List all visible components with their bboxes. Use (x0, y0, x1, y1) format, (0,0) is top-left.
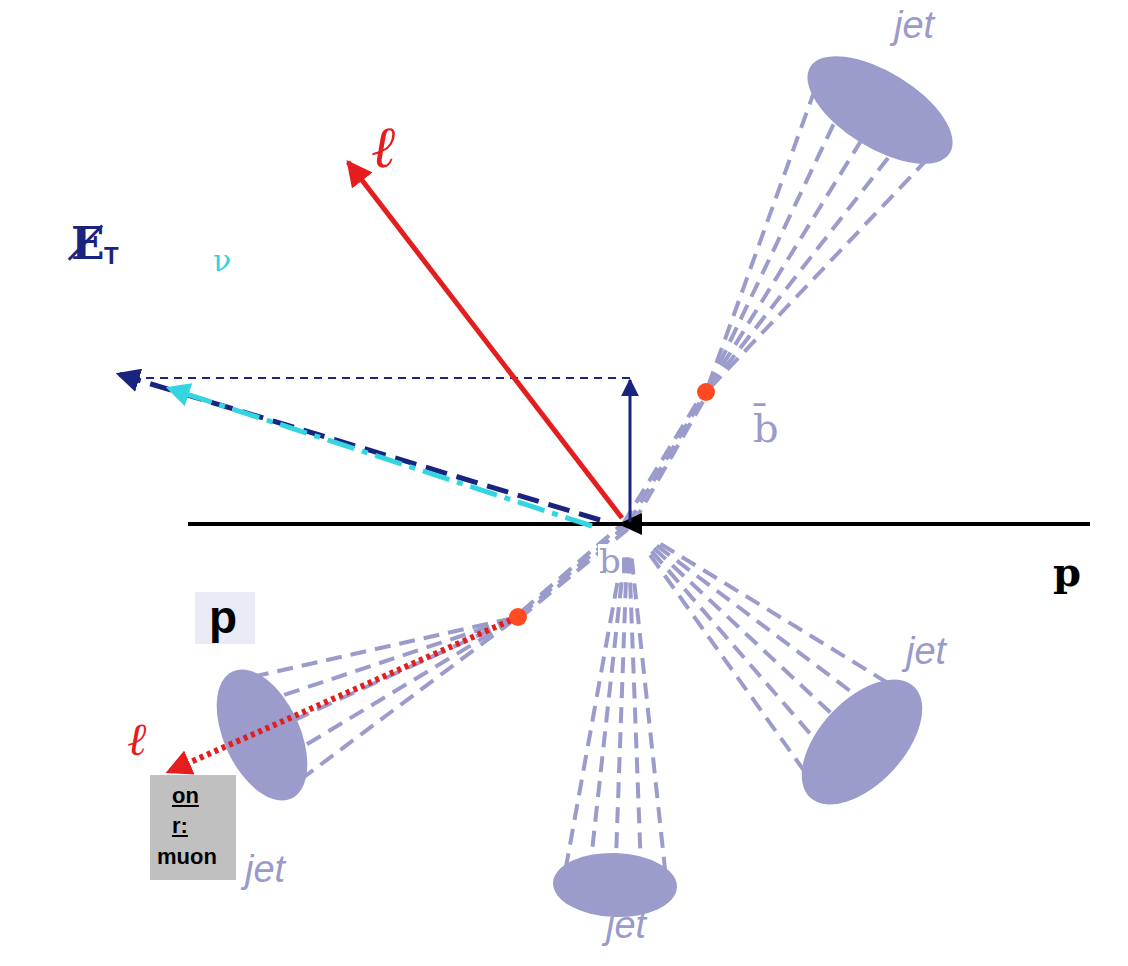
beam-label: p (1052, 552, 1082, 592)
beam-label-box: p (195, 592, 255, 644)
jet-label: jet (244, 850, 286, 888)
decay-vertex (509, 608, 527, 626)
identifier-box: on r: muon (150, 775, 236, 880)
decay-vertex (697, 383, 715, 401)
projection-line (122, 377, 630, 379)
jet-track (650, 555, 805, 772)
b-track (518, 524, 628, 617)
jet-track (708, 118, 836, 387)
jet-track (616, 557, 627, 858)
b-track (623, 392, 704, 524)
jet-label: jet (905, 632, 947, 670)
box-body: muon (157, 844, 228, 870)
jet-track (654, 548, 836, 717)
lepton-label: ℓ (370, 118, 396, 176)
jet-track (629, 558, 640, 861)
b-track (518, 529, 628, 620)
jet-track (709, 152, 892, 387)
jet-track (566, 558, 622, 867)
jet-track (710, 161, 926, 388)
projection-arrow (629, 380, 632, 522)
quark-label: b̄ (752, 408, 780, 448)
b-track (628, 392, 706, 524)
jet-cone (779, 658, 944, 826)
box-heading: p (209, 594, 241, 640)
b-track (518, 519, 628, 615)
neutrino-arrow (168, 388, 592, 526)
jet-track (652, 551, 818, 742)
lepton-label: ℓ (126, 716, 147, 762)
missing-et-subscript: T (103, 244, 120, 268)
jet-track (277, 619, 513, 697)
missing-et-label: E̸ (70, 222, 106, 266)
box-heading: on r: (172, 781, 207, 840)
jet-track (301, 620, 514, 748)
b-track (633, 392, 709, 524)
neutrino-label: ν (212, 246, 232, 276)
jet-track (708, 92, 814, 387)
jet-cone (790, 35, 969, 186)
lepton-arrow (348, 162, 622, 518)
jet-track (709, 137, 863, 387)
jet-label: jet (605, 906, 647, 944)
quark-label: b (598, 544, 622, 578)
jet-label: jet (893, 6, 935, 44)
jet-track (256, 618, 512, 676)
